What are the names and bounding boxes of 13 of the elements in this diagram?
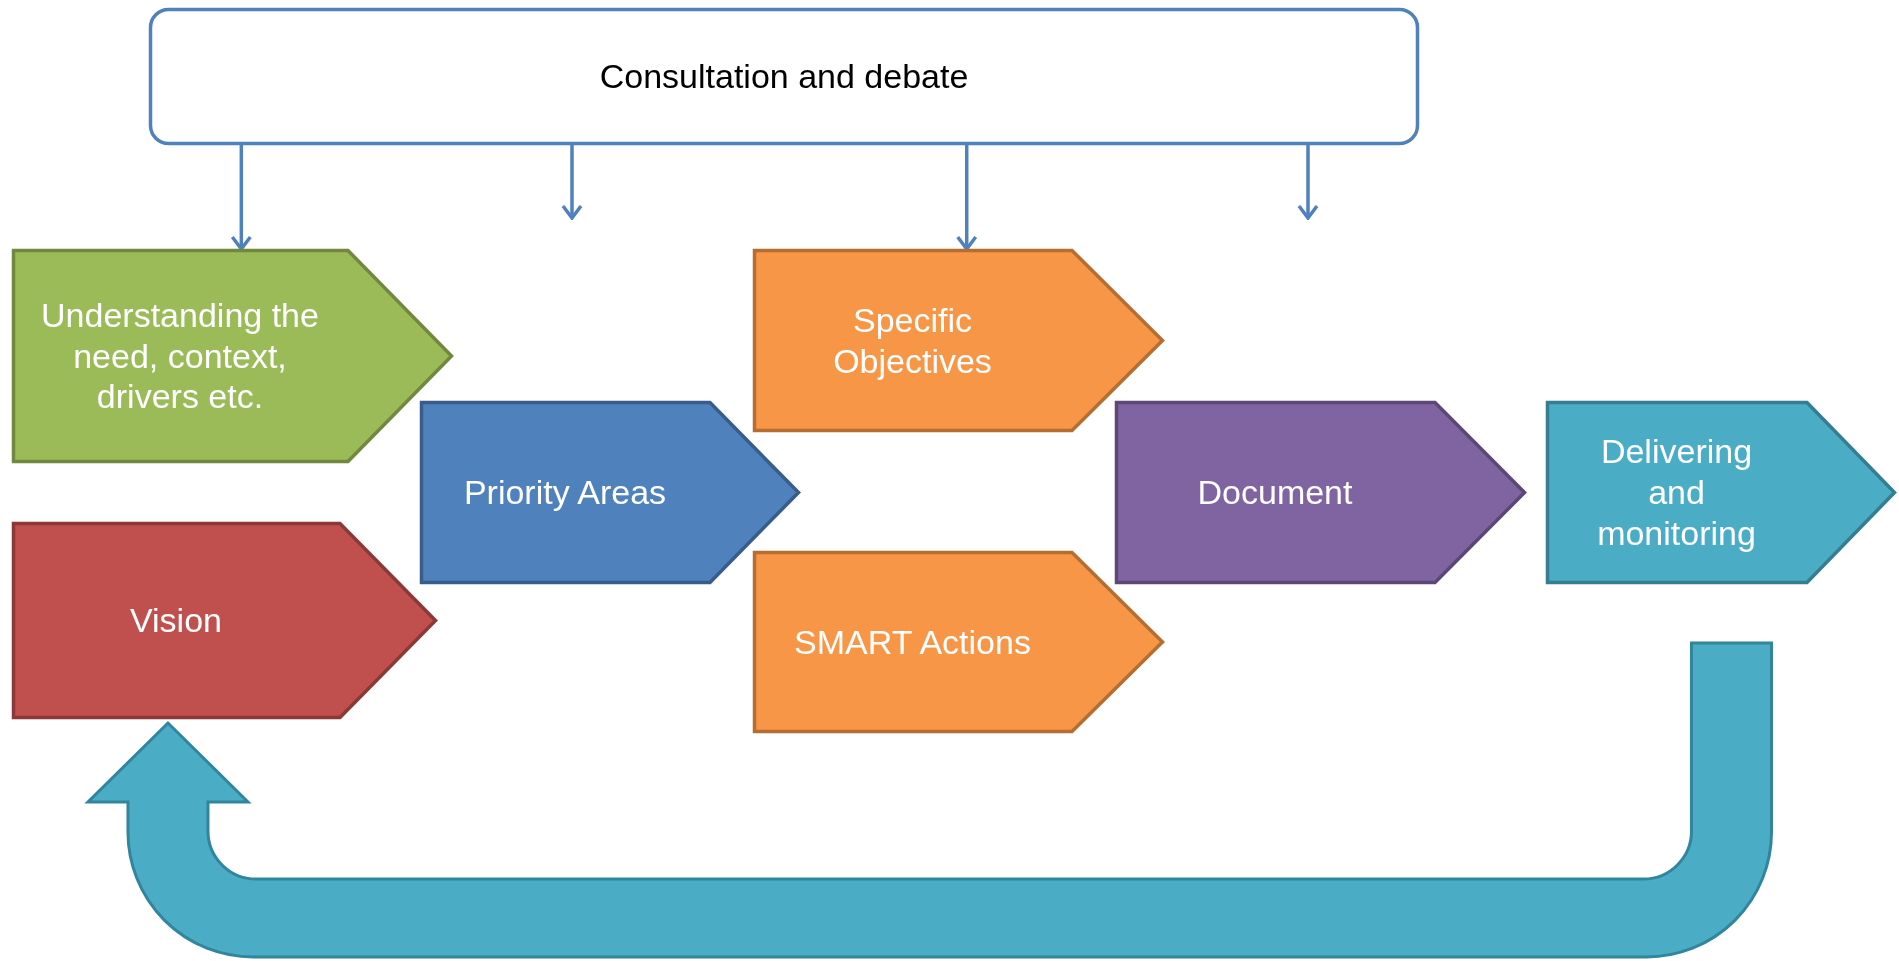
step-label: Consultation and debate xyxy=(599,56,969,97)
arrow xyxy=(230,145,253,251)
step-label: Understanding the need, context, drivers etc. xyxy=(40,294,320,418)
u-turn-block-arrow xyxy=(86,641,1773,959)
step-label: Specific Objectives xyxy=(832,299,993,382)
arrow xyxy=(955,145,978,251)
arrow xyxy=(561,145,583,220)
step-label: Delivering and monitoring xyxy=(1596,431,1757,554)
step-label: Vision xyxy=(130,600,222,641)
step-label: SMART Actions xyxy=(794,621,1031,663)
arrow xyxy=(1297,145,1319,220)
step-label: Document xyxy=(1197,472,1353,513)
step-label: Priority Areas xyxy=(463,472,667,513)
